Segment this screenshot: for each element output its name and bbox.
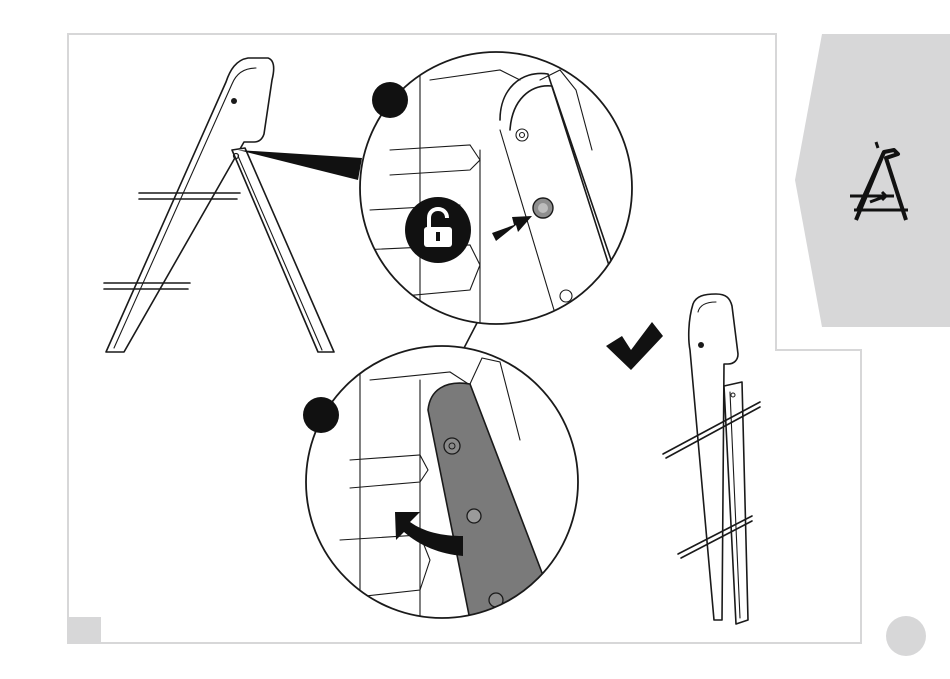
page-number-badge [886,616,926,656]
chair-folded [663,294,760,624]
step-1-marker [372,82,408,118]
detail-circle-2 [303,346,578,620]
step-2-marker [303,397,339,433]
connector-line [464,323,477,348]
chair-unfolded [104,58,362,352]
corner-square [68,617,101,643]
detail-circle-1 [360,52,632,330]
checkmark-icon [606,322,663,370]
section-tab [795,34,950,327]
unlock-padlock-icon [405,197,471,263]
